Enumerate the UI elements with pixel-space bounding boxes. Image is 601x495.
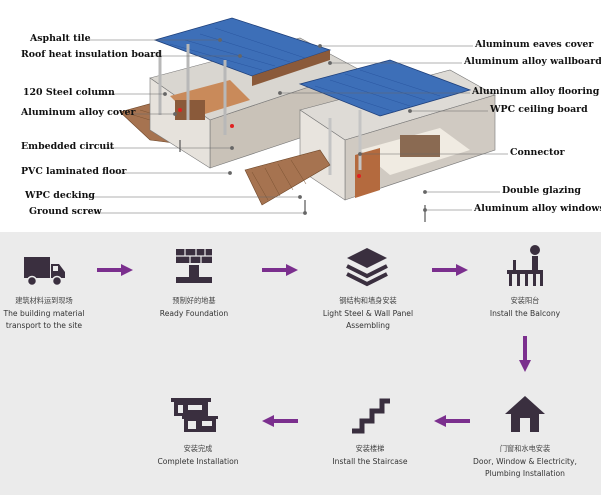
arrow-down-icon bbox=[519, 336, 531, 372]
arrow-left-icon bbox=[262, 415, 298, 427]
label-wpc-ceiling-board: WPC ceiling board bbox=[490, 104, 588, 115]
step1-chinese-label: 建筑材料运到现场 bbox=[15, 296, 73, 305]
label-embedded-circuit: Embedded circuit bbox=[21, 141, 115, 152]
step2-english-label-line1: Ready Foundation bbox=[159, 309, 229, 318]
step1-english-label-line2: transport to the site bbox=[5, 321, 83, 330]
step5-english-label-line1: Door, Window & Electricity, bbox=[473, 457, 577, 466]
label-ground-screw: Ground screw bbox=[29, 206, 102, 217]
layers-icon bbox=[346, 248, 388, 287]
label-120-steel-column: 120 Steel column bbox=[23, 87, 115, 98]
label-pvc-laminated-floor: PVC laminated floor bbox=[21, 166, 127, 177]
step3-english-label-line2: Assembling bbox=[346, 321, 390, 330]
label-asphalt-tile: Asphalt tile bbox=[30, 33, 91, 44]
step6-english-label-line1: Install the Staircase bbox=[332, 457, 408, 466]
arrow-left-icon bbox=[434, 415, 470, 427]
step1-english-label-line1: The building material bbox=[3, 309, 85, 318]
step4-english-label-line1: Install the Balcony bbox=[489, 309, 561, 318]
label-wpc-decking: WPC decking bbox=[25, 190, 95, 201]
step7-english-label-line1: Complete Installation bbox=[157, 457, 239, 466]
step5-english-label-line2: Plumbing Installation bbox=[485, 469, 565, 478]
modular-house-icon bbox=[171, 398, 218, 432]
balcony-icon bbox=[507, 245, 543, 286]
step2-chinese-label: 预制好的地基 bbox=[172, 296, 216, 305]
label-aluminum-alloy-cover: Aluminum alloy cover bbox=[21, 107, 136, 118]
label-aluminum-alloy-wallboard: Aluminum alloy wallboard bbox=[464, 56, 601, 67]
house-cutaway-illustration bbox=[86, 17, 508, 222]
arrow-right-icon bbox=[97, 264, 133, 276]
step3-chinese-label: 钢结构和墙身安装 bbox=[339, 296, 397, 305]
arrow-right-icon bbox=[432, 264, 468, 276]
step7-chinese-label: 安装完成 bbox=[183, 444, 213, 453]
step3-english-label-line1: Light Steel & Wall Panel bbox=[322, 309, 414, 318]
label-aluminum-alloy-flooring: Aluminum alloy flooring bbox=[472, 86, 600, 97]
step5-chinese-label: 门窗和水电安装 bbox=[499, 444, 551, 453]
label-aluminum-alloy-windows: Aluminum alloy windows bbox=[474, 203, 601, 214]
house-cutaway-panel: Asphalt tile Roof heat insulation board … bbox=[0, 0, 601, 232]
installation-process-panel: 建筑材料运到现场 The building material transport… bbox=[0, 232, 601, 495]
label-aluminum-eaves-cover: Aluminum eaves cover bbox=[475, 39, 594, 50]
staircase-icon bbox=[352, 398, 390, 434]
label-double-glazing: Double glazing bbox=[502, 185, 581, 196]
label-connector: Connector bbox=[510, 147, 565, 158]
truck-icon bbox=[24, 257, 65, 287]
step6-chinese-label: 安装楼梯 bbox=[355, 444, 385, 453]
arrow-right-icon bbox=[262, 264, 298, 276]
step4-chinese-label: 安装阳台 bbox=[510, 296, 540, 305]
label-roof-heat-insulation-board: Roof heat insulation board bbox=[21, 49, 162, 60]
house-icon bbox=[505, 396, 545, 432]
foundation-icon bbox=[176, 249, 212, 283]
